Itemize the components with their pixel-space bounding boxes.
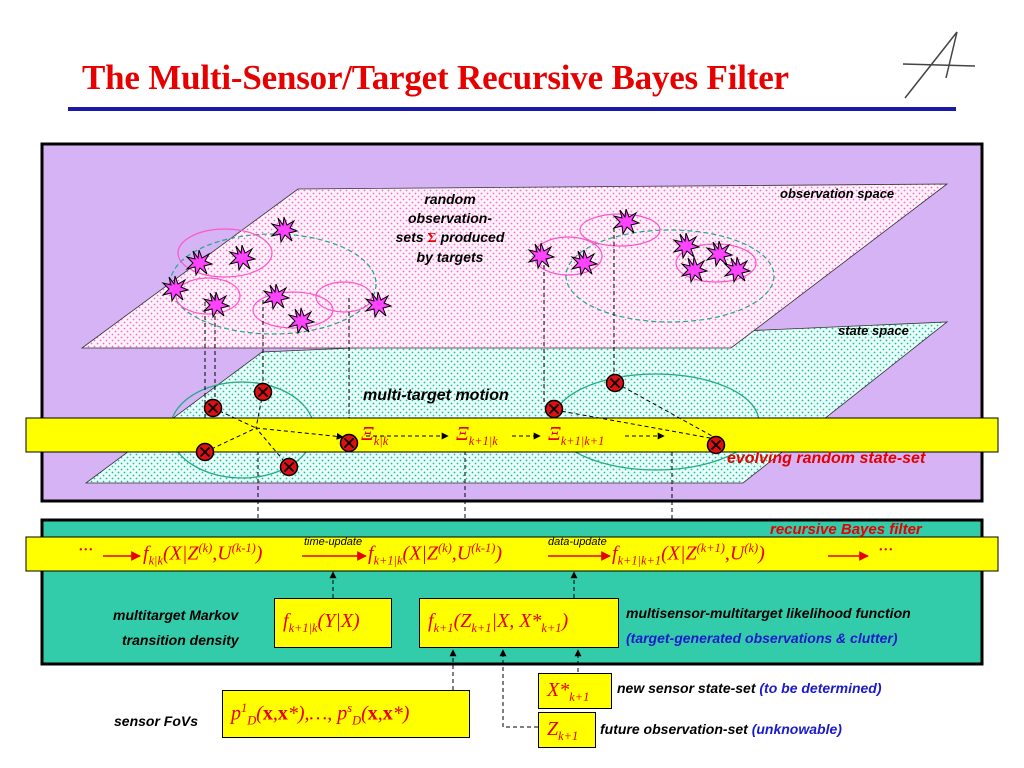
likelihood-label: multisensor-multitarget likelihood funct…: [626, 605, 911, 621]
observation-space-plane: [80, 183, 949, 349]
recursive-label: recursive Bayes filter: [770, 521, 922, 538]
circled-x-icon: [339, 433, 359, 453]
filter-band: [25, 536, 999, 572]
sensor-fov-label: sensor FoVs: [114, 713, 199, 729]
sensor-fov-box: p1D(x,x*),…, psD(x,x*): [222, 690, 470, 738]
circled-x-icon: [195, 442, 215, 462]
xi-predicted: Ξk+1|k: [456, 423, 498, 448]
circled-x-icon: [203, 398, 223, 418]
time-update-label: time-update: [304, 536, 363, 548]
input-connectors: [329, 571, 582, 728]
circled-x-icon: [544, 399, 564, 419]
evolving-label: evolving random state-set: [727, 450, 926, 467]
random-sets-label: random observation- sets Σ produced by t…: [395, 191, 505, 265]
sensor-state-label: new sensor state-set (to be determined): [617, 680, 882, 696]
circled-x-icon: [253, 382, 273, 402]
predicted-density: fk+1|k(X|Z(k),U(k-1)): [368, 541, 502, 568]
sigma-symbol: Σ: [427, 231, 437, 246]
xi-posterior: Ξk+1|k+1: [548, 423, 605, 448]
circled-x-icon: [605, 373, 625, 393]
data-update-label: data-update: [548, 536, 607, 548]
future-obs-box: Zk+1: [538, 712, 596, 748]
circled-x-icon: [706, 435, 726, 455]
likelihood-box: fk+1(Zk+1|X, X*k+1): [419, 598, 619, 648]
ellipsis-right: ···: [878, 539, 893, 561]
markov-label-line2: transition density: [122, 632, 239, 648]
sensor-state-box: X*k+1: [538, 673, 612, 709]
lockheed-star-logo: [902, 31, 976, 99]
likelihood-note: (target-generated observations & clutter…: [626, 630, 898, 646]
markov-label-line1: multitarget Markov: [113, 607, 239, 623]
posterior-density: fk+1|k+1(X|Z(k+1),U(k)): [612, 541, 765, 568]
observation-space-label: observation space: [780, 186, 895, 201]
circled-x-icon: [279, 457, 299, 477]
observation-ellipses: [169, 213, 775, 335]
page-title: The Multi-Sensor/Target Recursive Bayes …: [82, 58, 789, 97]
markov-density-box: fk+1|k(Y|X): [274, 598, 392, 648]
motion-lines: [204, 382, 713, 468]
title-underline: [68, 107, 956, 111]
motion-label: multi-target motion: [363, 387, 509, 404]
prior-density: fk|k(X|Z(k),U(k-1)): [143, 541, 263, 568]
evolving-state-band: [25, 417, 999, 453]
xi-prior: Ξk|k: [361, 423, 389, 448]
ellipsis-left: ···: [78, 539, 93, 561]
future-obs-label: future observation-set (unknowable): [600, 721, 842, 737]
state-space-label: state space: [838, 323, 909, 338]
